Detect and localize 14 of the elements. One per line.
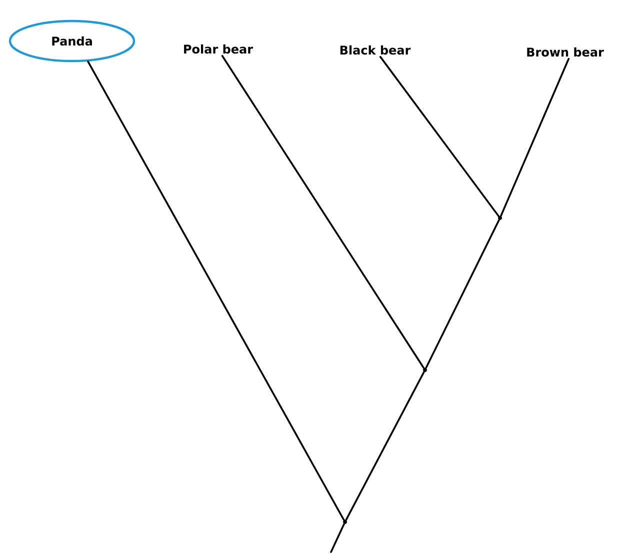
branch-line: [425, 219, 500, 369]
species-label: Black bear: [340, 45, 411, 55]
species-label: Polar bear: [184, 44, 254, 54]
branch-point: [498, 216, 502, 220]
branch-line: [221, 54, 425, 370]
branch-line: [87, 60, 345, 521]
branch-point: [343, 520, 347, 524]
branch-line: [379, 56, 500, 218]
species-label: Brown bear: [527, 47, 604, 57]
branch-line: [345, 371, 425, 521]
branch-line: [500, 58, 570, 217]
circled-label: Panda: [8, 20, 136, 62]
branch-line: [330, 523, 345, 553]
branch-point: [423, 368, 427, 372]
